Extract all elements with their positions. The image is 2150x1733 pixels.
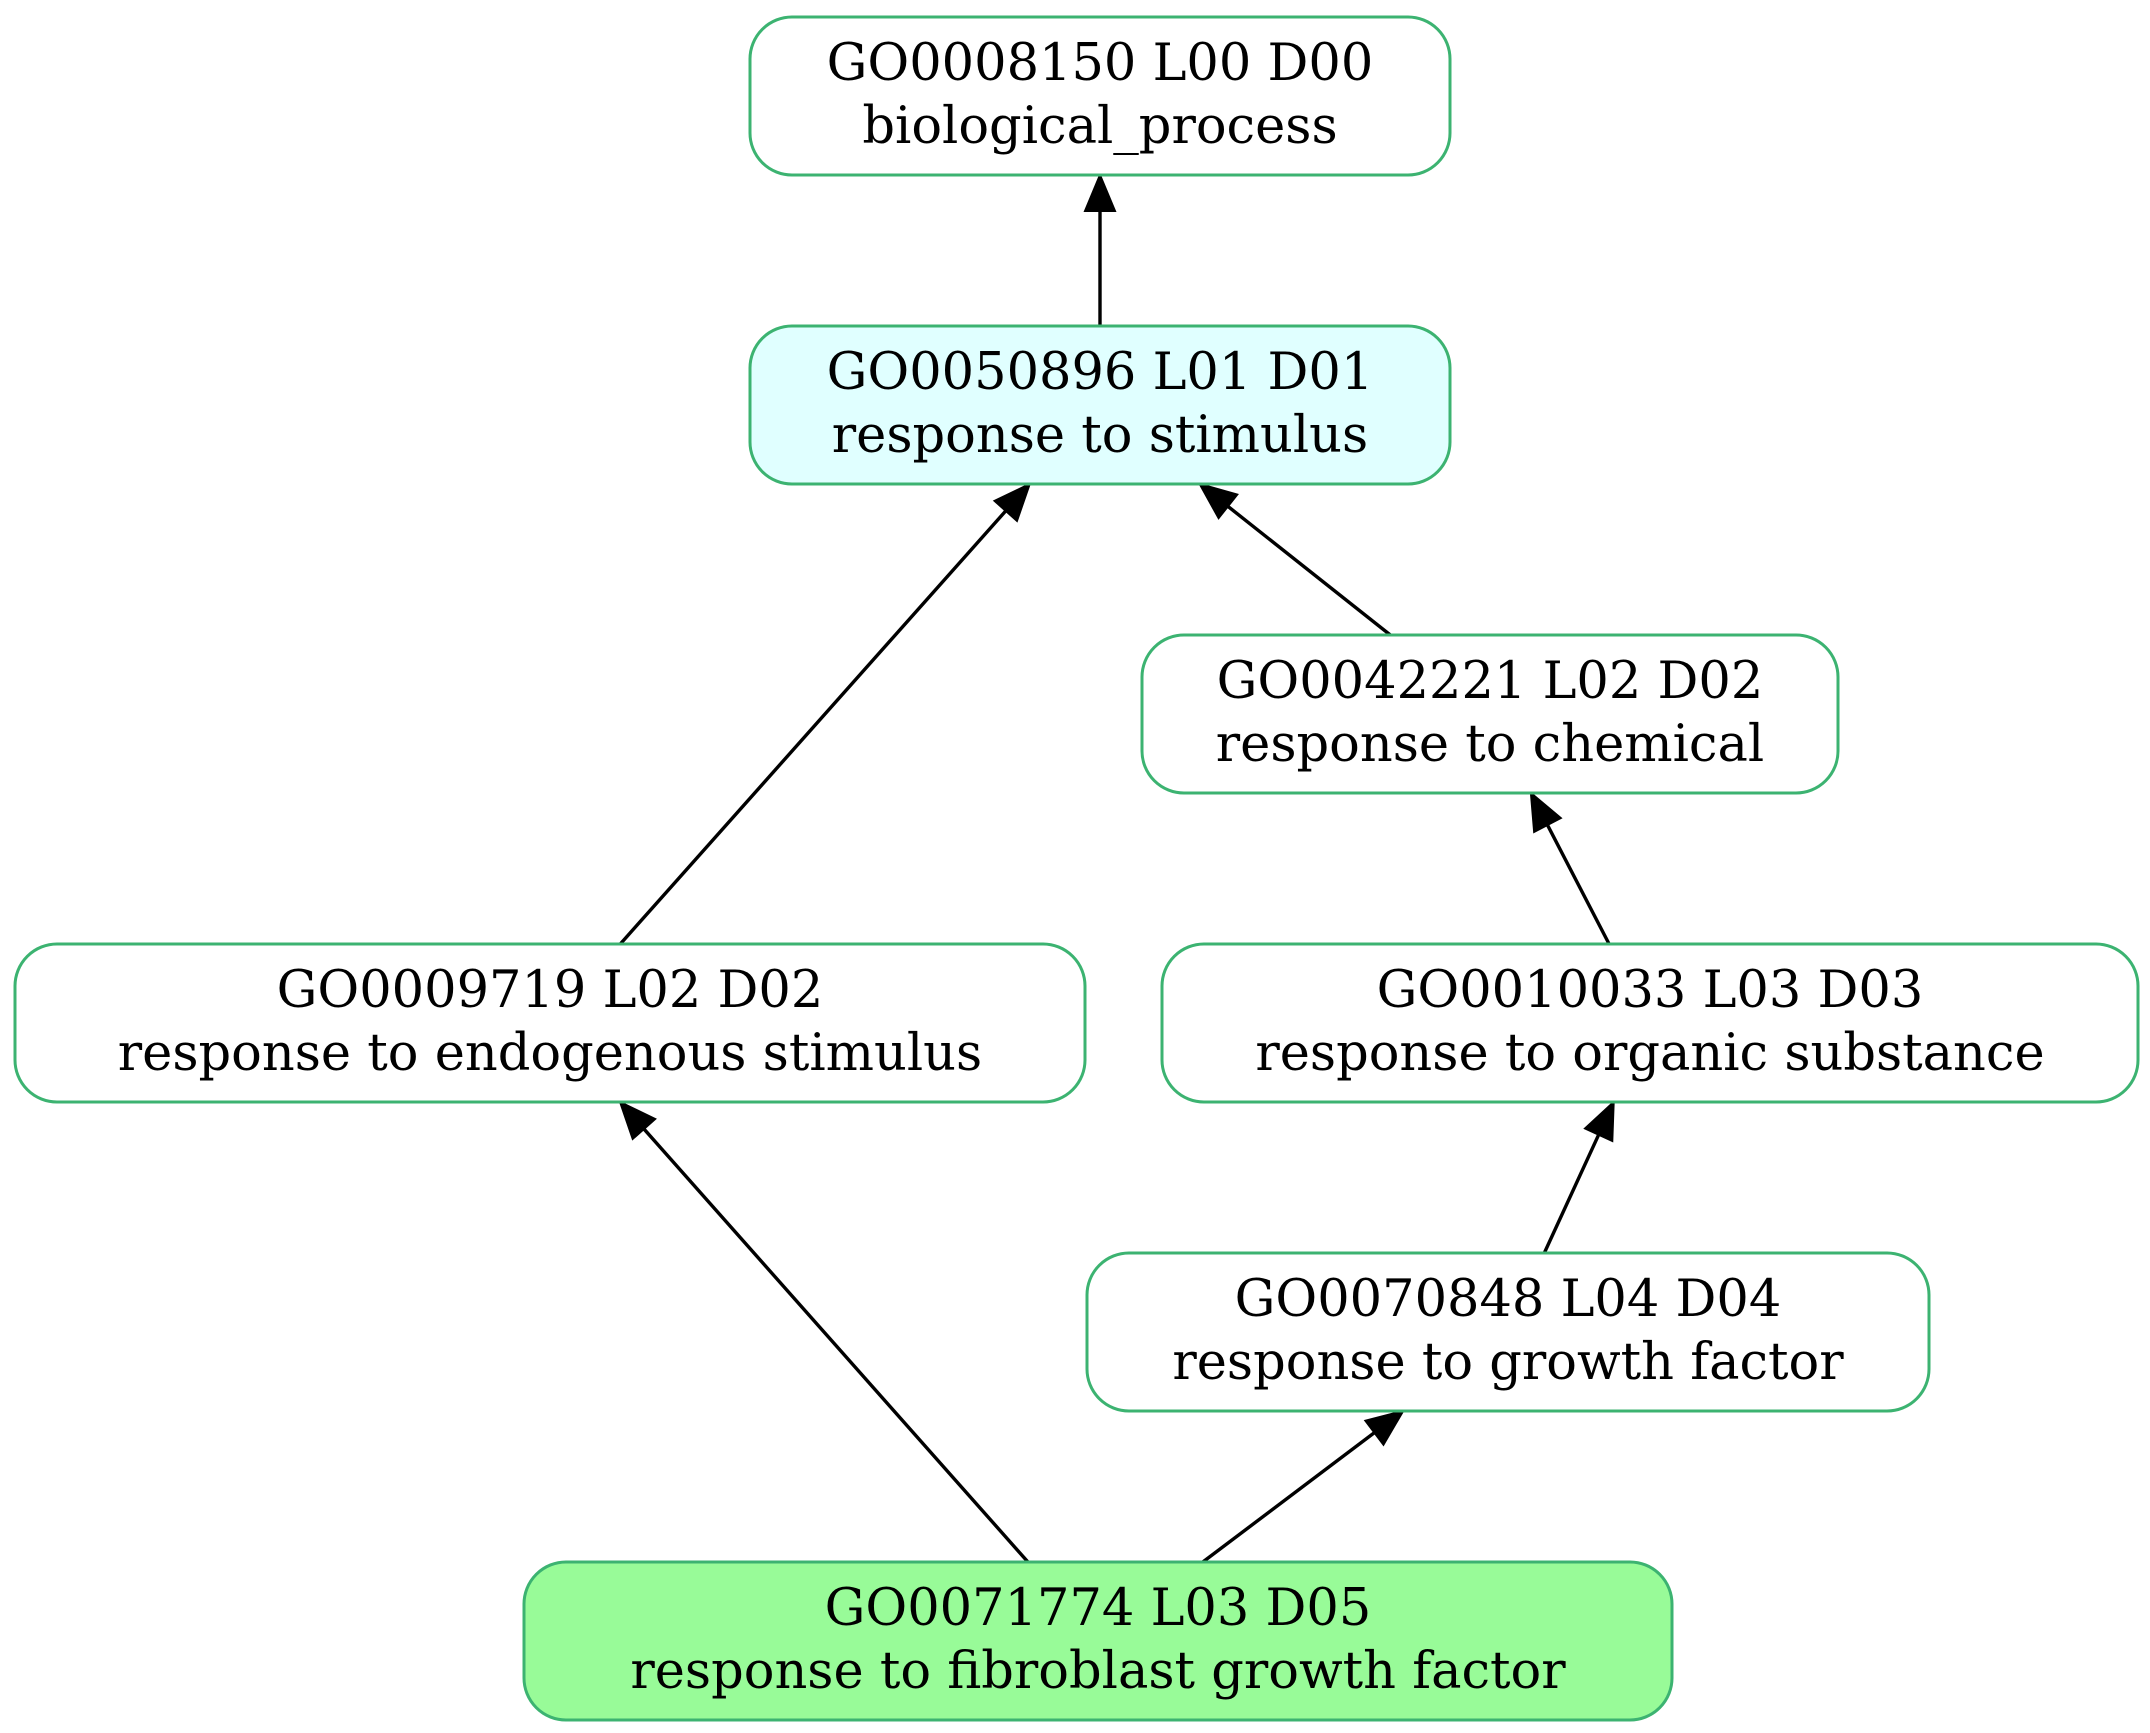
node-term-label: response to endogenous stimulus — [118, 1024, 982, 1083]
edge-line — [1226, 505, 1392, 637]
node-GO0008150[interactable]: GO0008150 L00 D00 biological_process — [748, 15, 1452, 177]
nodes-layer: GO0008150 L00 D00 biological_process GO0… — [13, 15, 2140, 1722]
edge-line — [1545, 824, 1611, 945]
node-box — [522, 1560, 1674, 1722]
node-box — [748, 324, 1452, 486]
node-id-label: GO0008150 L00 D00 — [827, 34, 1374, 93]
node-id-label: GO0009719 L02 D02 — [277, 961, 824, 1020]
node-id-label: GO0010033 L03 D03 — [1377, 961, 1924, 1020]
node-box — [1085, 1251, 1931, 1413]
arrowhead — [1529, 790, 1563, 834]
node-id-label: GO0070848 L04 D04 — [1235, 1270, 1782, 1329]
arrowhead — [992, 482, 1032, 523]
node-term-label: response to stimulus — [832, 406, 1368, 465]
edges-layer — [618, 172, 1615, 1564]
edge-GO0071774-to-GO0070848 — [1201, 1409, 1406, 1564]
node-GO0050896[interactable]: GO0050896 L01 D01 response to stimulus — [748, 324, 1452, 486]
arrowhead — [1197, 482, 1239, 520]
node-id-label: GO0071774 L03 D05 — [825, 1579, 1372, 1638]
edge-line — [619, 509, 1008, 946]
node-box — [748, 15, 1452, 177]
arrowhead — [1583, 1099, 1615, 1143]
node-term-label: response to growth factor — [1172, 1333, 1844, 1392]
edge-GO0071774-to-GO0009719 — [618, 1100, 1030, 1564]
node-id-label: GO0042221 L02 D02 — [1217, 652, 1764, 711]
node-GO0070848[interactable]: GO0070848 L04 D04 response to growth fac… — [1085, 1251, 1931, 1413]
arrowhead — [618, 1100, 657, 1141]
edge-GO0010033-to-GO0042221 — [1529, 790, 1611, 945]
node-box — [1140, 633, 1840, 795]
edge-GO0050896-to-GO0008150 — [1083, 172, 1117, 326]
node-term-label: biological_process — [862, 97, 1337, 156]
edge-line — [1542, 1134, 1601, 1254]
node-term-label: response to fibroblast growth factor — [630, 1642, 1566, 1701]
node-GO0010033[interactable]: GO0010033 L03 D03 response to organic su… — [1160, 942, 2140, 1104]
node-box — [1160, 942, 2140, 1104]
node-GO0042221[interactable]: GO0042221 L02 D02 response to chemical — [1140, 633, 1840, 795]
node-box — [13, 942, 1087, 1104]
node-GO0071774[interactable]: GO0071774 L03 D05 response to fibroblast… — [522, 1560, 1674, 1722]
arrowhead — [1083, 172, 1117, 212]
node-term-label: response to chemical — [1216, 715, 1764, 774]
edge-line — [642, 1127, 1030, 1564]
edge-line — [1201, 1431, 1376, 1564]
arrowhead — [1363, 1409, 1406, 1447]
edge-GO0070848-to-GO0010033 — [1542, 1099, 1615, 1254]
edge-GO0042221-to-GO0050896 — [1197, 482, 1392, 637]
node-term-label: response to organic substance — [1255, 1024, 2044, 1083]
edge-GO0009719-to-GO0050896 — [619, 482, 1032, 946]
node-id-label: GO0050896 L01 D01 — [827, 343, 1374, 402]
node-GO0009719[interactable]: GO0009719 L02 D02 response to endogenous… — [13, 942, 1087, 1104]
